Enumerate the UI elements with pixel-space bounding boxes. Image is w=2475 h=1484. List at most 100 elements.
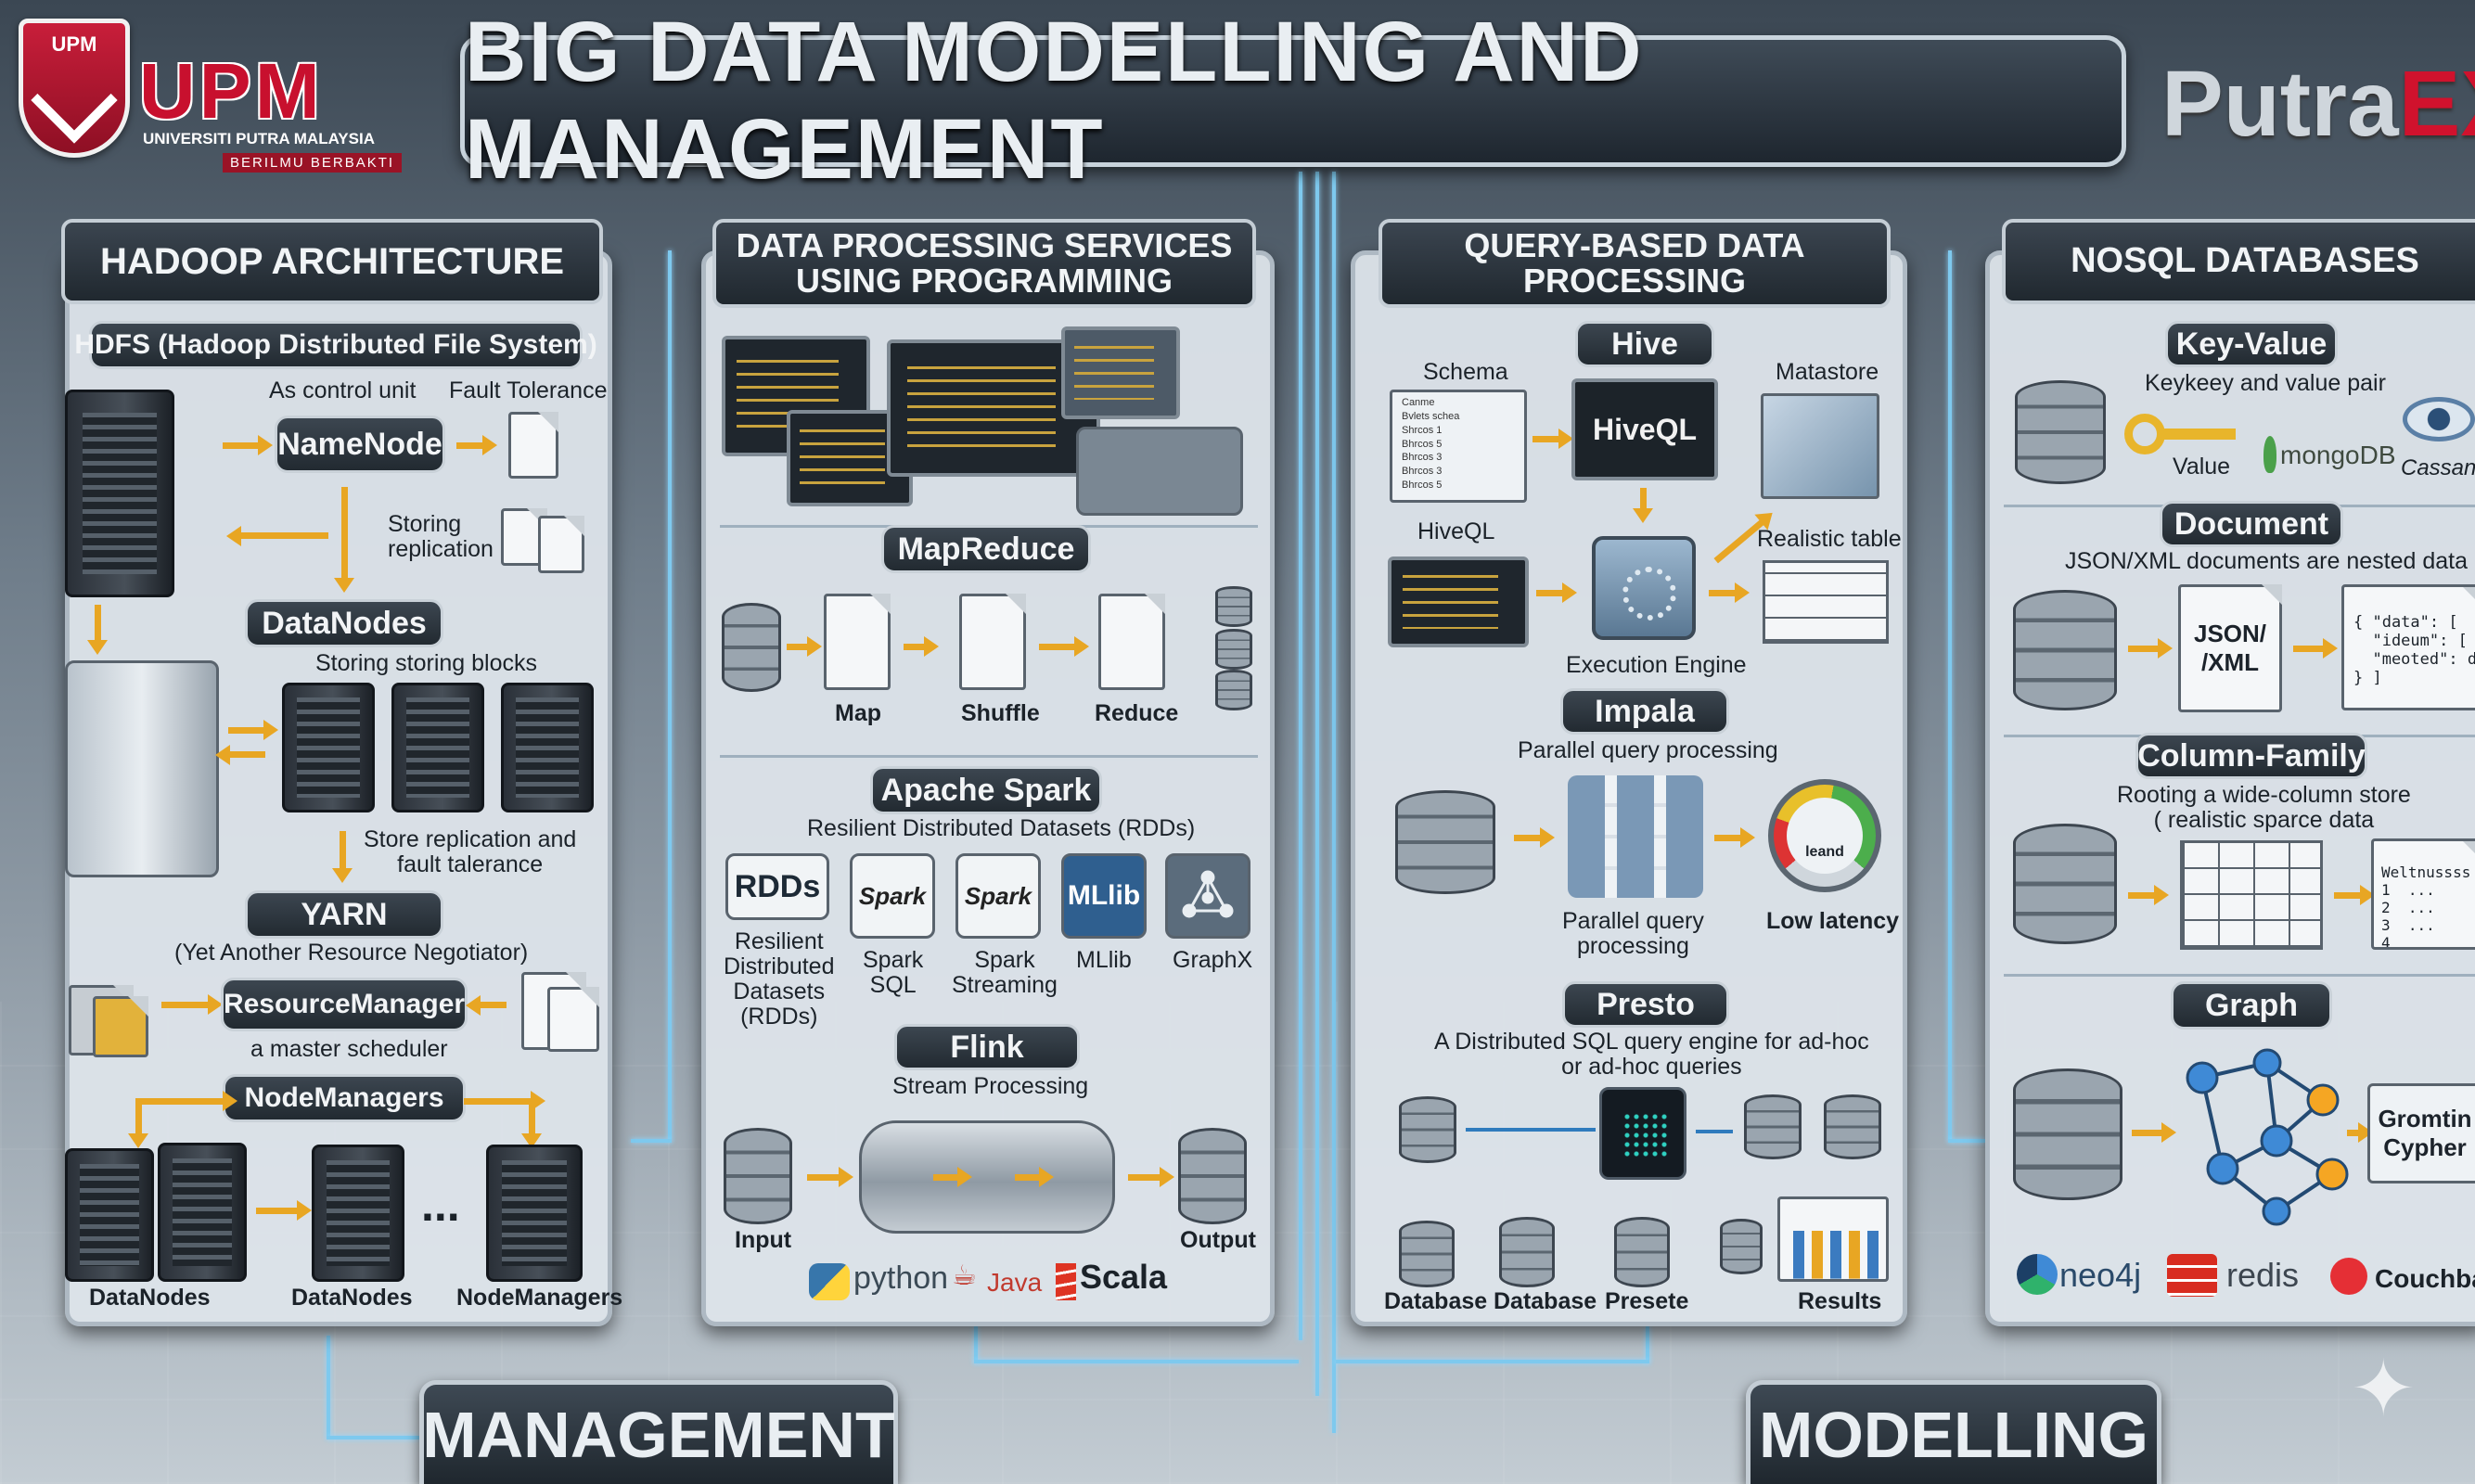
arrow-code-engine xyxy=(1536,582,1577,603)
parallel-query-caption: Parallel query processing xyxy=(1518,737,1778,763)
presto-db-icon-3 xyxy=(1614,1217,1670,1287)
query-title-line2: PROCESSING xyxy=(1522,262,1747,300)
arrow-schema-hiveql xyxy=(1532,429,1573,449)
presto-engine-icon xyxy=(1599,1087,1686,1180)
yarn-pill: YARN xyxy=(245,890,443,939)
mr-input-db-icon xyxy=(722,603,781,692)
mongodb-leaf-icon xyxy=(2263,436,2276,473)
matastore-cube-icon xyxy=(1761,393,1879,499)
putraex-brand: PutraEX xyxy=(2161,51,2475,158)
main-title-bar: BIG DATA MODELLING AND MANAGEMENT xyxy=(460,5,2126,197)
foot-server-icon-3 xyxy=(312,1145,404,1282)
schema-row: Bvlets schea xyxy=(1402,410,1460,422)
parallel-nodes-icon xyxy=(1568,775,1703,898)
wire-right-in xyxy=(1948,1139,1985,1143)
hadoop-title-text: HADOOP ARCHITECTURE xyxy=(99,241,565,282)
foot-server-icon-4 xyxy=(486,1145,583,1282)
reduce-label: Reduce xyxy=(1095,700,1179,726)
schema-row: Canme xyxy=(1402,397,1435,408)
namenode-pill: NameNode xyxy=(275,416,445,473)
reduce-out-db-icon-1 xyxy=(1215,586,1252,627)
block-server-icon-1 xyxy=(282,683,375,812)
reduce-doc-icon xyxy=(1098,594,1165,690)
impala-db-icon xyxy=(1395,790,1495,894)
key-shaft xyxy=(2161,429,2236,440)
presto-db-icon-2 xyxy=(1499,1217,1555,1287)
upm-shield-icon: UPM xyxy=(19,19,130,158)
neo4j-label: neo4j xyxy=(2059,1256,2142,1294)
hiveql-screen: HiveQL xyxy=(1571,378,1718,480)
brand-ex: EX xyxy=(2398,52,2475,156)
gremlin-cypher-box: Gromtin Cypher xyxy=(2367,1083,2475,1183)
namenode-server-icon xyxy=(65,390,174,597)
hiveql-code-monitor xyxy=(1388,556,1529,647)
resourcemanager-pill: ResourceManager xyxy=(221,978,468,1031)
graphx-tile xyxy=(1165,853,1250,939)
arrow-mr-1 xyxy=(787,636,822,657)
nosql-title: NOSQL DATABASES xyxy=(2002,219,2475,304)
key-value-pill: Key-Value xyxy=(2165,321,2338,367)
results-chart-icon xyxy=(1777,1196,1889,1282)
apache-spark-pill: Apache Spark xyxy=(870,766,1102,814)
json-xml-doc: JSON/ /XML xyxy=(2178,584,2282,712)
map-label: Map xyxy=(835,700,881,726)
block-server-icon-3 xyxy=(501,683,594,812)
execution-engine-icon xyxy=(1592,536,1696,640)
flink-input-label: Input xyxy=(735,1227,792,1253)
presto-dots-icon xyxy=(1622,1112,1669,1158)
arrow-nm-left xyxy=(128,1098,148,1148)
foot-server-icon-2 xyxy=(158,1143,247,1282)
storing-blocks-label: Storing storing blocks xyxy=(315,650,538,676)
shuffle-label: Shuffle xyxy=(961,700,1040,726)
wire-query-down xyxy=(1646,1326,1649,1363)
datanodes-pill: DataNodes xyxy=(245,599,443,647)
spark-streaming-tile: Spark xyxy=(955,853,1041,939)
arrow-engine-table xyxy=(1709,582,1750,603)
schema-row: Bhrcos 5 xyxy=(1402,480,1443,492)
management-banner: MANAGEMENT xyxy=(419,1380,898,1484)
arrow-doc-1 xyxy=(2128,638,2173,659)
datanode-rack-icon xyxy=(65,660,219,877)
foot-server-icon-1 xyxy=(65,1148,154,1282)
column-family-pill: Column-Family xyxy=(2135,733,2367,779)
presto-link-1 xyxy=(1466,1128,1596,1132)
arrow-pipe-2 xyxy=(1015,1167,1054,1187)
rdds-tile: RDDs xyxy=(725,853,829,920)
schema-row: Bhrcos 3 xyxy=(1402,466,1443,478)
map-doc-icon xyxy=(824,594,891,690)
flink-pill: Flink xyxy=(894,1024,1080,1070)
flink-input-db-icon xyxy=(724,1128,792,1224)
processing-title-line2: USING PROGRAMMING xyxy=(795,262,1173,300)
column-snippet-doc: Weltnussss 1 ... 2 ... 3 ... 4 xyxy=(2371,838,2475,950)
code-monitor-icon-4 xyxy=(1061,326,1180,419)
redis-label: redis xyxy=(2226,1256,2300,1294)
reduce-out-db-icon-2 xyxy=(1215,629,1252,670)
query-title-line1: QUERY-BASED DATA xyxy=(1464,226,1805,265)
more-nodes-ellipsis: ... xyxy=(421,1179,460,1231)
hiveql-label: HiveQL xyxy=(1417,518,1495,544)
document-pill: Document xyxy=(2160,501,2343,547)
wire-left-in xyxy=(631,1139,672,1143)
spark-streaming-label: Spark Streaming xyxy=(952,947,1058,998)
replica-file-icon-2 xyxy=(538,516,584,573)
key-icon xyxy=(2124,414,2165,454)
foot-label-nodemanagers: NodeManagers xyxy=(456,1285,623,1311)
gauge-text: leand xyxy=(1787,798,1863,874)
wire-proc-right xyxy=(974,1360,1299,1363)
arrow-to-fault xyxy=(456,435,497,455)
presto-foot-database-2: Database xyxy=(1494,1288,1597,1314)
sparkle-icon: ✦ xyxy=(2351,1345,2417,1432)
query-title: QUERY-BASED DATA PROCESSING xyxy=(1379,219,1891,308)
python-icon xyxy=(809,1263,850,1300)
json-snippet-doc: { "data": [ "ideum": [ "meoted": date } … xyxy=(2341,584,2475,710)
mllib-tile: MLlib xyxy=(1061,853,1147,939)
impala-pill: Impala xyxy=(1560,688,1729,735)
developers-illustration xyxy=(1076,427,1243,516)
arrow-graph-2 xyxy=(2347,1122,2373,1143)
arrow-flink-in xyxy=(807,1167,853,1187)
spark-sql-tile: Spark xyxy=(850,853,935,939)
value-label: Value xyxy=(2173,454,2231,480)
schema-row: Bhrcos 5 xyxy=(1402,438,1443,450)
arrow-mr-2 xyxy=(904,636,939,657)
arrow-namenode-down xyxy=(334,487,354,593)
